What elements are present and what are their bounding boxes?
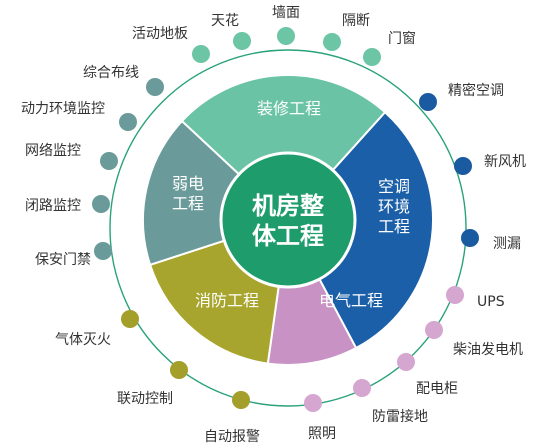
- item-label: 天花: [211, 13, 239, 29]
- item-label: 闭路监控: [25, 198, 81, 214]
- item-dot-fire: [232, 391, 250, 409]
- segment-label-hvac: 环境: [378, 197, 410, 216]
- item-dot-weak-current: [92, 195, 110, 213]
- item-dot-hvac: [419, 93, 437, 111]
- segment-label-decoration: 装修工程: [257, 99, 321, 118]
- center-title-line: 机房整: [252, 192, 324, 220]
- segment-label-weak-current: 弱电: [172, 174, 204, 193]
- item-dot-hvac: [454, 157, 472, 175]
- item-label: 柴油发电机: [453, 342, 523, 358]
- segment-label-electrical: 电气工程: [319, 291, 383, 310]
- item-label: 精密空调: [448, 82, 504, 99]
- item-label: 活动地板: [132, 26, 188, 42]
- item-dot-decoration: [233, 32, 251, 50]
- item-label: 保安门禁: [35, 252, 91, 268]
- segment-label-weak-current: 工程: [172, 194, 204, 213]
- item-dot-electrical: [425, 321, 443, 339]
- item-dot-decoration: [323, 33, 341, 51]
- item-dot-electrical: [353, 379, 371, 397]
- item-label: 联动控制: [117, 391, 173, 407]
- items-layer: 天花 墙面隔断门窗精密空调新风机测漏 UPS 柴油发电机配电柜防雷接地照明 自动报警 联动…: [21, 5, 526, 445]
- outer-ring: [109, 49, 467, 407]
- item-label: 隔断: [342, 13, 370, 29]
- item-dot-weak-current: [94, 242, 112, 260]
- item-label: 照明: [308, 426, 336, 442]
- item-dot-decoration: [277, 27, 295, 45]
- item-label: 气体灭火: [55, 332, 111, 348]
- item-label: 自动报警: [204, 429, 260, 445]
- item-label: 配电柜: [416, 381, 458, 397]
- center-disc: [219, 151, 357, 289]
- segment-label-fire: 消防工程: [195, 291, 259, 310]
- center-title-line: 体工程: [252, 222, 324, 250]
- segment-label-hvac: 工程: [378, 217, 410, 236]
- item-label: 防雷接地: [372, 408, 428, 425]
- item-dot-fire: [170, 361, 188, 379]
- item-dot-weak-current: [100, 152, 118, 170]
- item-label: 门窗: [388, 30, 416, 47]
- item-dot-electrical: [446, 286, 464, 304]
- item-dot-decoration: [192, 45, 210, 63]
- item-label: 新风机: [484, 154, 526, 170]
- item-dot-electrical: [397, 353, 415, 371]
- item-label: 测漏: [493, 236, 521, 252]
- item-dot-decoration: [363, 48, 381, 66]
- item-dot-weak-current: [119, 113, 137, 131]
- item-label: 动力环境监控: [21, 101, 105, 117]
- item-label: 综合布线: [83, 65, 139, 81]
- segment-label-hvac: 空调: [378, 177, 410, 196]
- item-label: UPS: [477, 294, 505, 310]
- item-label: 墙面: [272, 5, 300, 21]
- item-dot-hvac: [461, 229, 479, 247]
- item-dot-electrical: [304, 394, 322, 412]
- item-dot-weak-current: [146, 78, 164, 96]
- item-label: 网络监控: [25, 143, 81, 159]
- item-dot-fire: [121, 310, 139, 328]
